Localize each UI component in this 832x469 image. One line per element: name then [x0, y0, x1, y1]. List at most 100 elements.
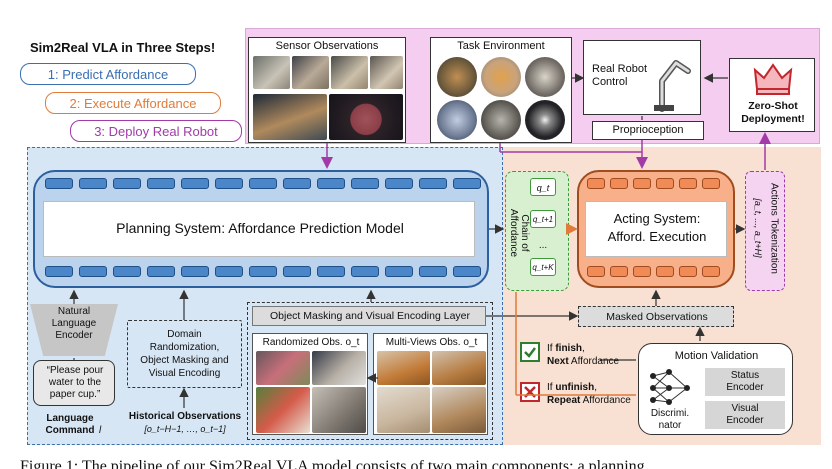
finish-prefix: If — [547, 343, 556, 354]
planning-system-inner: Planning System: Affordance Prediction M… — [43, 201, 475, 257]
task-environment-box: Task Environment — [430, 37, 572, 143]
task-environment-title: Task Environment — [457, 40, 545, 52]
planning-token — [249, 266, 277, 277]
planning-token — [181, 178, 209, 189]
planning-token — [147, 178, 175, 189]
language-quote-box: “Please pour water to the paper cup.” — [33, 360, 115, 406]
planning-token — [181, 266, 209, 277]
sensor-photo-4 — [370, 56, 403, 89]
visual-encoder-box: Visual Encoder — [705, 401, 785, 429]
task-photo-5 — [481, 100, 521, 140]
language-command-var: l — [99, 425, 102, 436]
acting-token — [702, 178, 720, 189]
masked-observations-label: Masked Observations — [606, 311, 708, 323]
status-encoder-box: Status Encoder — [705, 368, 785, 396]
real-robot-control-label: Real Robot Control — [592, 63, 648, 88]
multiview-photo-4 — [432, 387, 486, 433]
proprioception-box: Proprioception — [592, 121, 704, 140]
task-photo-1 — [437, 57, 477, 97]
acting-token — [656, 266, 674, 277]
planning-token — [385, 266, 413, 277]
multiview-photo-2 — [432, 351, 486, 385]
planning-token — [113, 266, 141, 277]
planning-token — [283, 178, 311, 189]
task-photo-2 — [481, 57, 521, 97]
acting-token — [587, 266, 605, 277]
planning-token — [45, 266, 73, 277]
masked-observations-box: Masked Observations — [578, 306, 734, 327]
acting-token — [633, 178, 651, 189]
task-photo-3 — [525, 57, 565, 97]
planning-token — [317, 178, 345, 189]
planning-token — [317, 266, 345, 277]
acting-token — [610, 266, 628, 277]
check-icon — [520, 342, 540, 362]
task-photo-4 — [437, 100, 477, 140]
finish-bold: finish — [555, 343, 583, 354]
finish-tail: , — [582, 343, 585, 354]
planning-token — [79, 266, 107, 277]
chain-item-qt: q_t — [530, 178, 556, 196]
figure-caption: Figure 1: The pipeline of our Sim2Real V… — [20, 458, 645, 469]
step-1-predict: 1: Predict Affordance — [20, 63, 196, 85]
zero-shot-label: Zero-Shot Deployment! — [741, 100, 805, 125]
randomized-photo-4 — [312, 387, 366, 433]
motion-validation-box: Motion Validation Discrimi. nator Status… — [638, 343, 793, 435]
planning-token — [79, 178, 107, 189]
step-3-deploy: 3: Deploy Real Robot — [70, 120, 242, 142]
discriminator-label: Discrimi. nator — [650, 408, 690, 431]
planning-token — [283, 266, 311, 277]
zero-shot-box: Zero-Shot Deployment! — [729, 58, 815, 132]
randomized-photo-1 — [256, 351, 310, 385]
acting-token — [679, 178, 697, 189]
domain-randomization-label: Domain Randomization, Object Masking and… — [140, 329, 229, 379]
unfinish-prefix: If — [547, 382, 556, 393]
planning-token — [215, 266, 243, 277]
cross-icon — [520, 382, 540, 402]
sensor-photo-2 — [292, 56, 329, 89]
unfinish-tail: , — [594, 382, 598, 393]
multiview-obs-label: Multi-Views Obs. o_t — [385, 337, 478, 348]
planning-system-label: Planning System: Affordance Prediction M… — [116, 220, 404, 236]
step-2-execute: 2: Execute Affordance — [45, 92, 221, 114]
neural-network-icon — [650, 369, 690, 405]
planning-token — [249, 178, 277, 189]
nl-encoder-label: Natural Language Encoder — [51, 306, 97, 341]
masking-dashed-container — [247, 302, 493, 440]
planning-token — [351, 266, 379, 277]
chain-item-qt1: q_t+1 — [530, 210, 556, 228]
unfinish-bold: unfinish — [555, 382, 595, 393]
real-robot-control-box: Real Robot Control — [583, 40, 701, 115]
masking-layer-label: Object Masking and Visual Encoding Layer — [269, 310, 470, 322]
finish-next-bold: Next — [547, 356, 569, 367]
visual-encoder-label: Visual Encoder — [726, 403, 764, 426]
finish-next-tail: Affordance — [568, 356, 620, 367]
masking-layer-box: Object Masking and Visual Encoding Layer — [252, 306, 486, 326]
acting-system-label-2: Afford. Execution — [607, 229, 707, 244]
acting-system-inner: Acting System: Afford. Execution — [585, 201, 727, 257]
randomized-photo-2 — [312, 351, 366, 385]
multiview-photo-1 — [377, 351, 430, 385]
planning-token — [453, 178, 481, 189]
multiview-photo-3 — [377, 387, 430, 433]
unfinish-text: If unfinish, Repeat Affordance — [547, 381, 631, 407]
acting-token — [633, 266, 651, 277]
planning-token — [385, 178, 413, 189]
planning-token — [147, 266, 175, 277]
acting-token — [679, 266, 697, 277]
sensor-observations-title: Sensor Observations — [275, 40, 379, 52]
randomized-obs-box: Randomized Obs. o_t — [252, 333, 368, 435]
randomized-photo-3 — [256, 387, 310, 433]
sensor-photo-3 — [331, 56, 368, 89]
planning-token — [351, 178, 379, 189]
acting-token — [610, 178, 628, 189]
planning-token — [45, 178, 73, 189]
crown-icon — [753, 63, 793, 95]
actions-tokenization-box — [745, 171, 785, 291]
header-title: Sim2Real VLA in Three Steps! — [30, 40, 216, 55]
repeat-bold: Repeat — [547, 395, 581, 406]
acting-token — [702, 266, 720, 277]
acting-token — [587, 178, 605, 189]
sensor-observations-box: Sensor Observations — [248, 37, 406, 143]
